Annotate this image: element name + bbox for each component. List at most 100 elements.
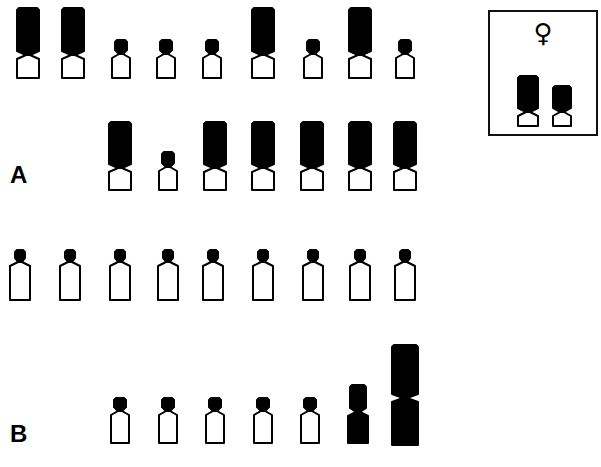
chromosome-lower-arm	[394, 168, 416, 190]
chromosome-lower-arm	[518, 112, 538, 126]
chromosome-lower-arm	[206, 411, 224, 443]
chromosome-upper-arm	[208, 250, 218, 262]
chromosome	[112, 40, 130, 78]
chromosome-upper-arm	[518, 76, 538, 112]
chromosome	[157, 40, 175, 78]
chromosome-upper-arm	[349, 8, 371, 55]
chromosome-upper-arm	[400, 250, 410, 262]
chromosome-lower-arm	[159, 167, 177, 190]
chromosome	[159, 152, 177, 190]
chromosome-upper-arm	[204, 122, 226, 168]
chromosome-lower-arm	[395, 262, 415, 300]
chromosome-upper-arm	[304, 398, 316, 411]
chromosome-upper-arm	[553, 86, 571, 112]
chromosome-upper-arm	[114, 398, 126, 411]
chromosome-upper-arm	[15, 250, 25, 262]
chromosome-lower-arm	[203, 262, 223, 300]
chromosome-lower-arm	[349, 168, 371, 190]
chromosome-lower-arm	[109, 168, 131, 190]
chromosome-lower-arm	[350, 262, 370, 300]
chromosome	[518, 76, 538, 126]
sex-symbol: ♀	[490, 20, 596, 46]
chromosome	[392, 345, 418, 445]
chromosome	[252, 8, 274, 78]
chromosome-lower-arm	[62, 55, 84, 78]
chromosome	[395, 250, 415, 300]
chromosome	[350, 250, 370, 300]
chromosome-lower-arm	[301, 168, 323, 190]
chromosome-upper-arm	[17, 8, 39, 55]
chromosome-upper-arm	[115, 40, 127, 54]
chromosome-upper-arm	[394, 122, 416, 168]
chromosome-lower-arm	[158, 262, 178, 300]
chromosome-upper-arm	[62, 8, 84, 55]
chromosome-lower-arm	[157, 54, 175, 78]
chromosome-lower-arm	[60, 262, 80, 300]
chromosome	[396, 40, 414, 78]
chromosome-upper-arm	[392, 345, 418, 398]
chromosome	[254, 398, 272, 443]
chromosome-upper-arm	[399, 40, 411, 54]
inset-box: ♀	[488, 10, 598, 136]
chromosome	[301, 122, 323, 190]
chromosome-upper-arm	[355, 250, 365, 262]
chromosome-lower-arm	[252, 168, 274, 190]
chromosome	[304, 40, 322, 78]
chromosome-upper-arm	[162, 152, 174, 167]
chromosome-lower-arm	[159, 411, 177, 443]
chromosome-upper-arm	[258, 250, 268, 262]
chromosome-lower-arm	[392, 398, 418, 445]
chromosome-upper-arm	[349, 122, 371, 168]
chromosome	[159, 398, 177, 443]
chromosome	[203, 250, 223, 300]
chromosome-lower-arm	[203, 54, 221, 78]
chromosome-lower-arm	[17, 55, 39, 78]
chromosome-upper-arm	[209, 398, 221, 411]
chromosome-lower-arm	[112, 54, 130, 78]
chromosome-lower-arm	[396, 54, 414, 78]
chromosome-lower-arm	[553, 112, 571, 126]
chromosome-upper-arm	[350, 385, 366, 412]
chromosome	[349, 122, 371, 190]
chromosome-lower-arm	[110, 262, 130, 300]
chromosome-lower-arm	[304, 54, 322, 78]
chromosome	[204, 122, 226, 190]
chromosome-upper-arm	[307, 40, 319, 54]
chromosome-lower-arm	[301, 411, 319, 443]
chromosome-lower-arm	[348, 412, 368, 443]
chromosome	[17, 8, 39, 78]
chromosome	[301, 398, 319, 443]
chromosome-lower-arm	[10, 262, 30, 300]
chromosome-upper-arm	[109, 122, 131, 168]
chromosome-upper-arm	[257, 398, 269, 411]
chromosome	[252, 122, 274, 190]
chromosome-upper-arm	[206, 40, 218, 54]
chromosome-lower-arm	[254, 411, 272, 443]
chromosome	[111, 398, 129, 443]
chromosome	[394, 122, 416, 190]
chromosome-lower-arm	[303, 262, 323, 300]
chromosome-upper-arm	[163, 250, 173, 262]
chromosome-upper-arm	[162, 398, 174, 411]
chromosome	[10, 250, 30, 300]
row-label: A	[10, 163, 27, 187]
chromosome	[253, 250, 273, 300]
chromosome	[110, 250, 130, 300]
chromosome	[206, 398, 224, 443]
chromosome	[203, 40, 221, 78]
chromosome-lower-arm	[349, 55, 371, 78]
chromosome-upper-arm	[308, 250, 318, 262]
chromosome-lower-arm	[253, 262, 273, 300]
chromosome	[348, 385, 368, 443]
chromosome-lower-arm	[204, 168, 226, 190]
chromosome-upper-arm	[252, 8, 274, 55]
chromosome-upper-arm	[252, 122, 274, 168]
chromosome	[553, 86, 571, 126]
chromosome	[349, 8, 371, 78]
chromosome-upper-arm	[65, 250, 75, 262]
chromosome-lower-arm	[111, 411, 129, 443]
row-label: B	[10, 422, 27, 446]
chromosome	[62, 8, 84, 78]
chromosome	[303, 250, 323, 300]
